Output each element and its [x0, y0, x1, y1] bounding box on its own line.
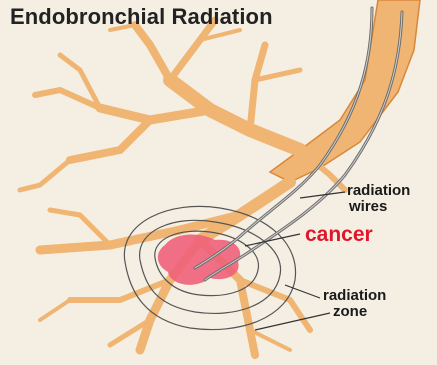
- cancer-label: cancer: [305, 223, 373, 247]
- radiation-zone-label-line2: zone: [333, 304, 367, 320]
- radiation-wires-label-line2: wires: [349, 199, 387, 215]
- trachea: [270, 0, 420, 182]
- radiation-zone-label-line1: radiation: [323, 288, 386, 304]
- diagram-title: Endobronchial Radiation: [10, 4, 273, 30]
- radiation-wires-label-line1: radiation: [347, 183, 410, 199]
